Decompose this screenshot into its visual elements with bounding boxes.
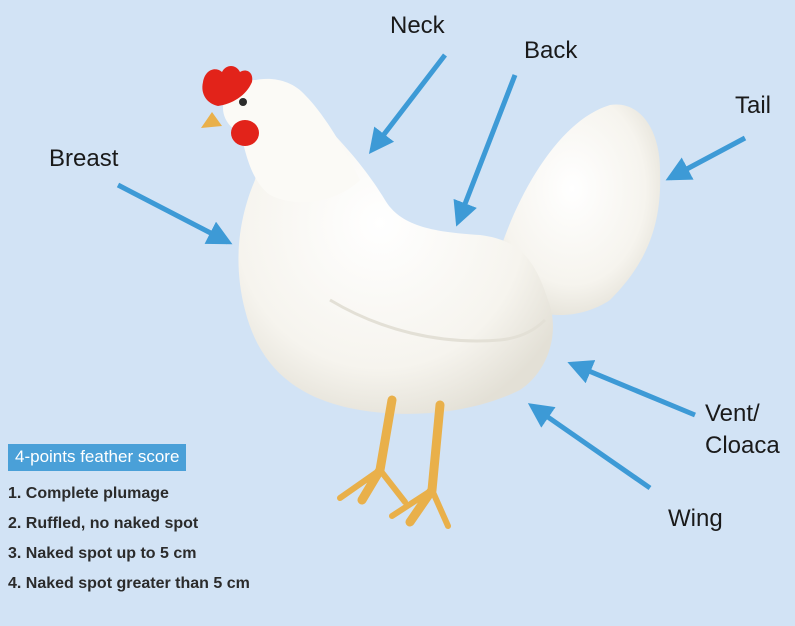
label-tail: Tail bbox=[735, 92, 771, 120]
legend-title: 4-points feather score bbox=[8, 444, 186, 471]
arrow-back bbox=[458, 75, 515, 222]
chicken-legs bbox=[340, 400, 448, 526]
label-neck: Neck bbox=[390, 12, 445, 40]
legend-item: 1. Complete plumage bbox=[8, 479, 336, 509]
arrow-breast bbox=[118, 185, 228, 242]
label-back: Back bbox=[524, 37, 577, 65]
arrow-neck bbox=[372, 55, 445, 150]
chicken-eye bbox=[239, 98, 247, 106]
arrow-tail bbox=[670, 138, 745, 178]
label-breast: Breast bbox=[49, 145, 118, 173]
arrow-wing bbox=[532, 406, 650, 488]
label-cloaca: Cloaca bbox=[705, 432, 780, 460]
legend-item: 2. Ruffled, no naked spot bbox=[8, 509, 336, 539]
legend-item: 4. Naked spot greater than 5 cm bbox=[8, 569, 336, 599]
legend-item: 3. Naked spot up to 5 cm bbox=[8, 539, 336, 569]
clipped-title bbox=[0, 0, 795, 8]
label-vent: Vent/ bbox=[705, 400, 760, 428]
feather-score-legend: 4-points feather score 1. Complete pluma… bbox=[6, 444, 336, 599]
legend-list: 1. Complete plumage 2. Ruffled, no naked… bbox=[6, 479, 336, 599]
label-wing: Wing bbox=[668, 505, 723, 533]
arrow-vent bbox=[572, 364, 695, 415]
chicken-beak bbox=[201, 112, 222, 128]
chicken-wattle bbox=[231, 120, 259, 146]
